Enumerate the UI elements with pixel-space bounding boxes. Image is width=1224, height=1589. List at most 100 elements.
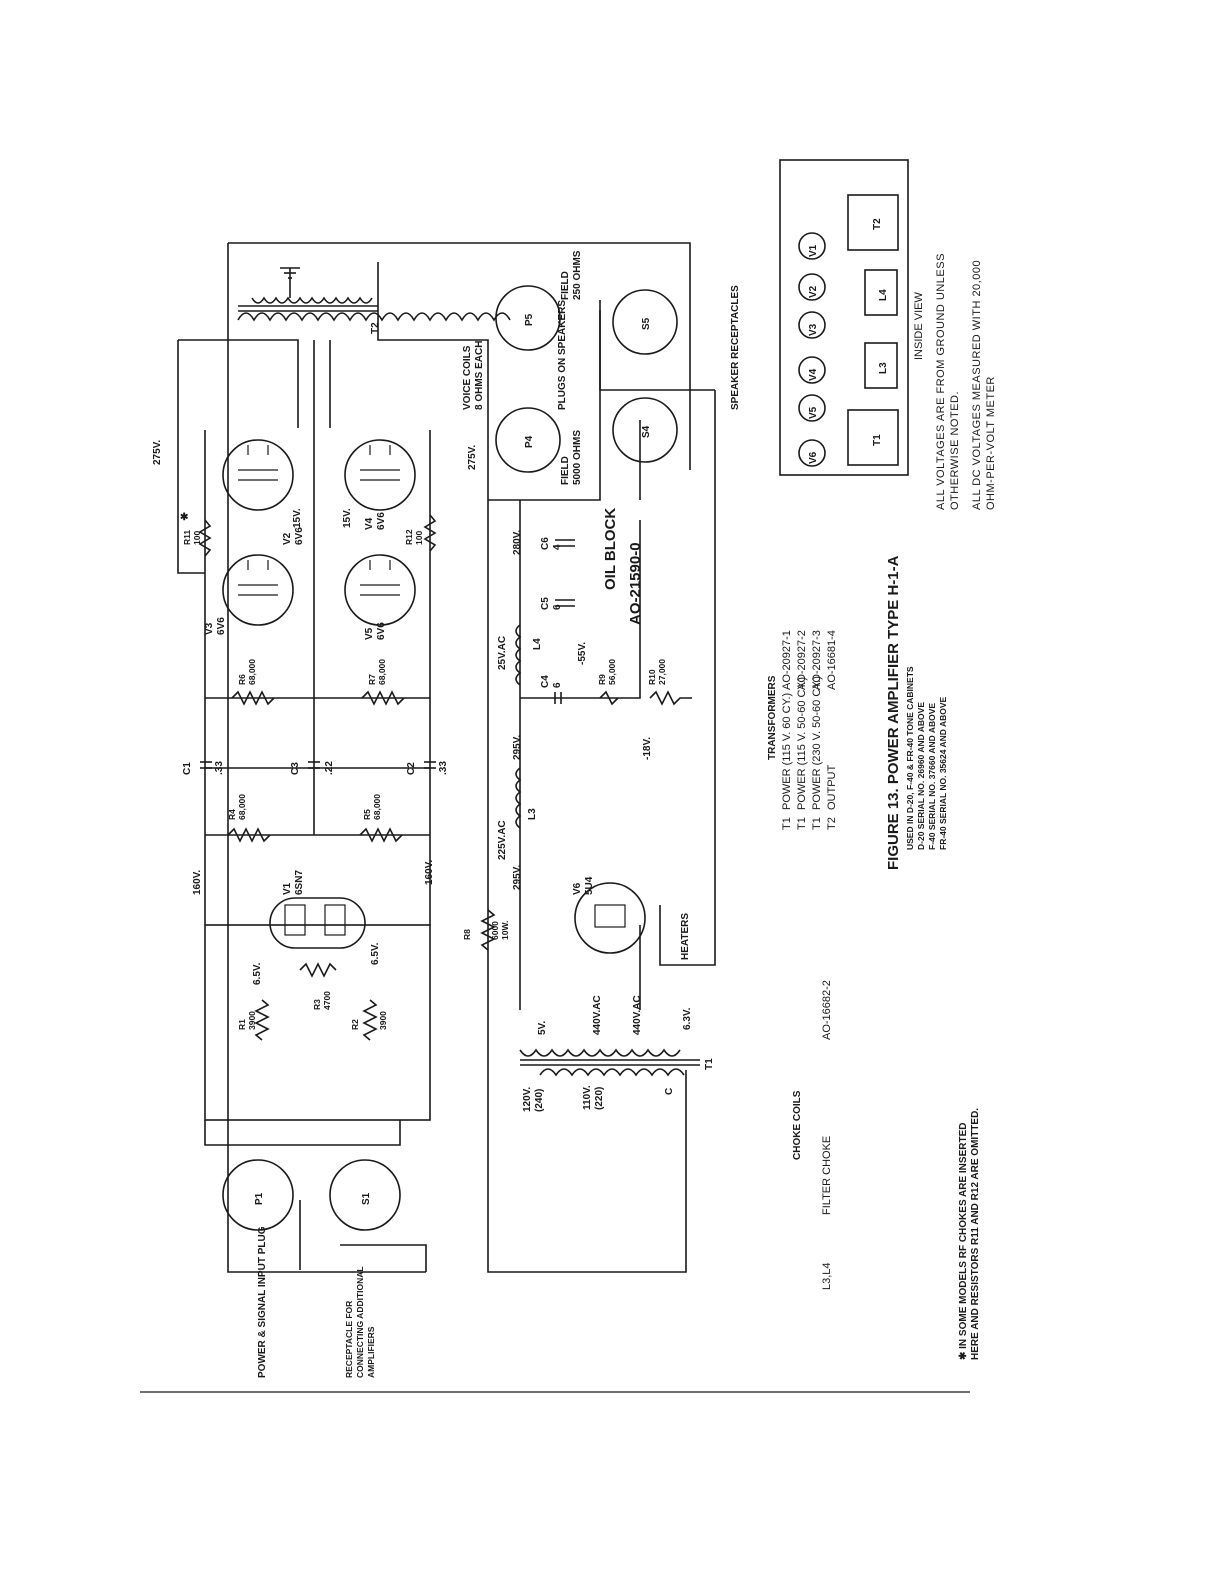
voltage-notes: ALL VOLTAGES ARE FROM GROUND UNLESS OTHE… — [935, 253, 997, 510]
svg-text:AO-20927-1: AO-20927-1 — [781, 630, 793, 690]
svg-text:R2: R2 — [350, 1019, 360, 1030]
voltage-minus-18: -18V. — [642, 737, 653, 760]
receptacle-label-1: RECEPTACLE FOR — [344, 1301, 354, 1378]
voltage-15-b: 15V. — [342, 508, 353, 528]
svg-text:V1: V1 — [282, 882, 293, 895]
t1-110v: 110V. — [582, 1085, 593, 1110]
svg-text:R11: R11 — [182, 530, 192, 545]
svg-text:T2: T2 — [872, 218, 883, 230]
svg-text:OHM-PER-VOLT METER: OHM-PER-VOLT METER — [985, 376, 997, 510]
resistor-r7: R7 68,000 — [361, 659, 405, 706]
inside-view-tube-v3 — [798, 311, 826, 339]
voltage-160-b: 160V. — [424, 860, 435, 885]
svg-text:C3: C3 — [290, 762, 301, 775]
svg-text:C4: C4 — [540, 675, 551, 688]
svg-text:R8: R8 — [462, 929, 472, 940]
tube-v2-type: 6V6 — [294, 527, 305, 545]
svg-text:AO-20927-2: AO-20927-2 — [796, 630, 808, 690]
svg-text:R6: R6 — [237, 674, 247, 685]
svg-text:S5: S5 — [641, 317, 652, 330]
resistor-r12: R12 100 — [404, 514, 437, 552]
svg-text:S1: S1 — [361, 1192, 372, 1205]
svg-text:27,000: 27,000 — [657, 659, 667, 685]
tube-v4: V4 6V6 — [344, 439, 416, 530]
svg-text:R5: R5 — [362, 809, 372, 820]
tube-v1: V1 6SN7 — [269, 870, 366, 949]
svg-text:C6: C6 — [540, 537, 551, 550]
svg-text:P4: P4 — [524, 435, 535, 448]
tube-v4-ref: V4 — [364, 517, 375, 530]
tube-v2: V2 6V6 — [222, 439, 305, 545]
plug-p1: P1 — [222, 1159, 294, 1231]
svg-text:AO-16681-4: AO-16681-4 — [826, 630, 838, 690]
voltage-275-b: 275V. — [467, 445, 478, 470]
svg-text:L4: L4 — [532, 638, 543, 650]
inside-view-tube-v2 — [798, 273, 826, 301]
input-stage-box — [204, 924, 431, 1121]
resistor-r11: R11 100 ✱ — [180, 512, 212, 557]
svg-text:T1: T1 — [872, 434, 883, 446]
svg-text:T1: T1 — [811, 817, 823, 830]
tube-v3-ref: V3 — [204, 622, 215, 635]
resistor-r6: R6 68,000 — [231, 659, 275, 706]
tube-v5-type: 6V6 — [376, 622, 387, 640]
svg-text:L4: L4 — [878, 289, 889, 301]
tube-v3: V3 6V6 — [204, 554, 294, 635]
oil-block-part: AO-21590-0 — [627, 542, 644, 625]
svg-text:OTHERWISE NOTED.: OTHERWISE NOTED. — [949, 391, 961, 510]
transformers-heading: TRANSFORMERS — [767, 675, 778, 760]
svg-text:L3: L3 — [878, 362, 889, 374]
svg-text:.22: .22 — [324, 761, 335, 775]
svg-text:F-40 SERIAL NO. 37660 AND ABOV: F-40 SERIAL NO. 37660 AND ABOVE — [927, 703, 937, 850]
svg-text:6: 6 — [552, 682, 563, 688]
t2-label: T2 — [370, 322, 381, 334]
socket-s4: S4 — [612, 397, 678, 463]
resistor-r2: R2 3900 — [350, 999, 388, 1041]
resistor-r10: R10 27,000 — [647, 659, 692, 706]
svg-text:T1: T1 — [796, 817, 808, 830]
inside-view-l4 — [864, 269, 898, 316]
svg-text:OUTPUT: OUTPUT — [826, 765, 838, 811]
ground-symbol — [280, 267, 300, 279]
rf-choke-note: ✱ IN SOME MODELS RF CHOKES ARE INSERTED … — [958, 1108, 981, 1360]
capacitor-c2: C2 .33 — [406, 761, 449, 775]
t1-440v-a: 440V.AC — [592, 995, 603, 1035]
svg-text:✱ IN SOME MODELS RF CHOKES ARE: ✱ IN SOME MODELS RF CHOKES ARE INSERTED — [958, 1123, 969, 1360]
tube-v4-type: 6V6 — [376, 512, 387, 530]
socket-s1: S1 — [329, 1159, 401, 1231]
heaters-label: HEATERS — [680, 913, 691, 960]
svg-text:10W.: 10W. — [500, 921, 510, 940]
plug-p5: P5 — [495, 285, 561, 351]
svg-text:P5: P5 — [524, 313, 535, 326]
voltage-275-a: 275V. — [152, 440, 163, 465]
svg-text:POWER (230 V. 50-60 CY.): POWER (230 V. 50-60 CY.) — [811, 676, 823, 810]
svg-text:56,000: 56,000 — [607, 659, 617, 685]
svg-text:V2: V2 — [808, 285, 819, 298]
svg-text:68,000: 68,000 — [377, 659, 387, 685]
svg-text:S4: S4 — [641, 425, 652, 438]
voltage-6-5-b: 6.5V. — [370, 942, 381, 965]
svg-text:AO-20927-3: AO-20927-3 — [811, 630, 823, 690]
voltage-280: 280V. — [512, 530, 523, 555]
svg-text:R7: R7 — [367, 674, 377, 685]
wiring — [177, 242, 716, 1273]
voltage-295-a: 295V. — [512, 735, 523, 760]
capacitor-c6: C6 4 — [540, 537, 575, 550]
svg-text:POWER (115 V. 60 CY.): POWER (115 V. 60 CY.) — [781, 693, 793, 810]
svg-text:R12: R12 — [404, 529, 414, 545]
svg-text:L3,L4: L3,L4 — [821, 1262, 833, 1290]
svg-text:T1: T1 — [781, 817, 793, 830]
svg-text:V3: V3 — [808, 323, 819, 336]
plugs-on-speakers-label: PLUGS ON SPEAKERS — [557, 300, 568, 410]
svg-text:68,000: 68,000 — [247, 659, 257, 685]
receptacle-label-3: AMPLIFIERS — [366, 1326, 376, 1378]
speaker-receptacles-label: SPEAKER RECEPTACLES — [730, 285, 741, 410]
svg-text:100: 100 — [192, 531, 202, 545]
svg-text:3900: 3900 — [247, 1011, 257, 1030]
tube-v5: V5 6V6 — [344, 554, 416, 640]
svg-text:225V.AC: 225V.AC — [497, 820, 508, 860]
choke-coils-table: CHOKE COILS L3,L4 FILTER CHOKE AO-16682-… — [792, 980, 833, 1290]
t1-240: (240) — [534, 1089, 545, 1112]
svg-text:3900: 3900 — [378, 1011, 388, 1030]
